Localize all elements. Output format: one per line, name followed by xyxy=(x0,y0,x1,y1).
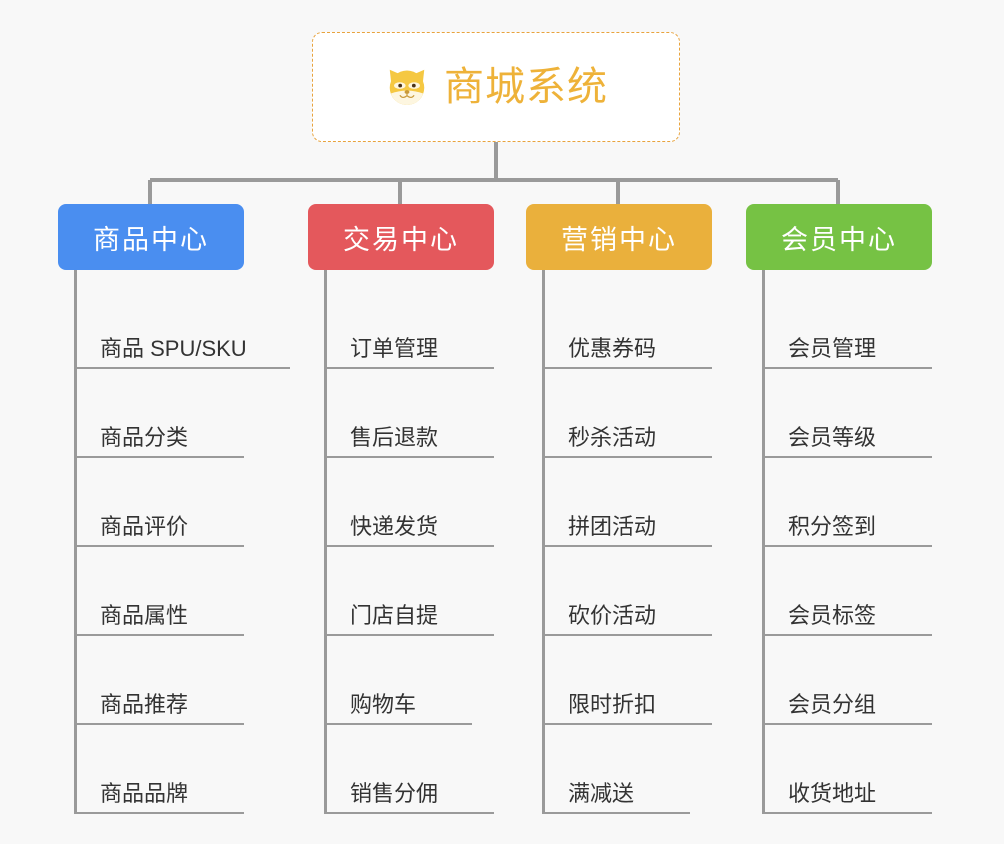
list-item-label: 积分签到 xyxy=(788,514,877,539)
item-list: 订单管理 售后退款 快递发货 门店自提 购物车 xyxy=(308,270,494,814)
list-item-label: 快递发货 xyxy=(350,514,439,539)
list-item[interactable]: 砍价活动 xyxy=(526,547,712,636)
item-underline xyxy=(762,723,932,725)
list-item[interactable]: 售后退款 xyxy=(308,369,494,458)
item-underline xyxy=(74,634,244,636)
column-spine xyxy=(324,270,327,814)
category-header-label: 交易中心 xyxy=(343,224,459,255)
list-item-label: 销售分佣 xyxy=(350,781,439,806)
item-underline xyxy=(762,367,932,369)
list-item[interactable]: 商品 SPU/SKU xyxy=(58,280,290,369)
list-item[interactable]: 商品品牌 xyxy=(58,725,244,814)
item-underline xyxy=(74,456,244,458)
list-item[interactable]: 商品推荐 xyxy=(58,636,244,725)
item-underline xyxy=(324,456,494,458)
column-spine xyxy=(74,270,77,814)
category-columns: 商品中心 商品 SPU/SKU 商品分类 商品评价 商品属性 xyxy=(0,204,1004,844)
column-spine xyxy=(762,270,765,814)
list-item[interactable]: 购物车 xyxy=(308,636,494,725)
list-item-label: 秒杀活动 xyxy=(568,425,657,450)
category-header-label: 商品中心 xyxy=(93,224,209,255)
item-underline xyxy=(74,367,290,369)
category-header-trade-center[interactable]: 交易中心 xyxy=(308,204,494,270)
column-marketing-center: 营销中心 优惠券码 秒杀活动 拼团活动 砍价活动 xyxy=(526,204,712,814)
column-product-center: 商品中心 商品 SPU/SKU 商品分类 商品评价 商品属性 xyxy=(58,204,290,814)
list-item-label: 优惠券码 xyxy=(568,336,657,361)
list-item-label: 商品属性 xyxy=(100,603,189,628)
list-item-label: 限时折扣 xyxy=(568,692,657,717)
item-underline xyxy=(74,812,244,814)
list-item-label: 商品评价 xyxy=(100,514,189,539)
item-underline xyxy=(762,545,932,547)
item-underline xyxy=(324,634,494,636)
list-item[interactable]: 销售分佣 xyxy=(308,725,494,814)
category-header-marketing-center[interactable]: 营销中心 xyxy=(526,204,712,270)
item-underline xyxy=(324,723,472,725)
item-underline xyxy=(542,367,712,369)
list-item[interactable]: 订单管理 xyxy=(308,280,494,369)
item-underline xyxy=(74,545,244,547)
list-item[interactable]: 积分签到 xyxy=(746,458,932,547)
list-item-label: 商品 SPU/SKU xyxy=(100,336,247,361)
list-item[interactable]: 商品评价 xyxy=(58,458,244,547)
item-list: 商品 SPU/SKU 商品分类 商品评价 商品属性 商品推荐 xyxy=(58,270,290,814)
item-underline xyxy=(74,723,244,725)
item-underline xyxy=(542,634,712,636)
item-underline xyxy=(542,456,712,458)
item-underline xyxy=(542,723,712,725)
item-underline xyxy=(324,812,494,814)
list-item[interactable]: 优惠券码 xyxy=(526,280,712,369)
item-underline xyxy=(762,812,932,814)
item-underline xyxy=(324,367,494,369)
list-item[interactable]: 拼团活动 xyxy=(526,458,712,547)
item-underline xyxy=(762,634,932,636)
category-header-product-center[interactable]: 商品中心 xyxy=(58,204,244,270)
list-item[interactable]: 满减送 xyxy=(526,725,712,814)
column-member-center: 会员中心 会员管理 会员等级 积分签到 会员标签 xyxy=(746,204,932,814)
list-item[interactable]: 限时折扣 xyxy=(526,636,712,725)
item-underline xyxy=(324,545,494,547)
list-item-label: 商品品牌 xyxy=(100,781,189,806)
column-trade-center: 交易中心 订单管理 售后退款 快递发货 门店自提 xyxy=(308,204,494,814)
list-item-label: 商品分类 xyxy=(100,425,189,450)
item-underline xyxy=(542,812,690,814)
list-item-label: 拼团活动 xyxy=(568,514,657,539)
list-item-label: 订单管理 xyxy=(350,336,439,361)
list-item-label: 会员等级 xyxy=(788,425,877,450)
category-header-member-center[interactable]: 会员中心 xyxy=(746,204,932,270)
list-item[interactable]: 会员管理 xyxy=(746,280,932,369)
list-item-label: 砍价活动 xyxy=(568,603,657,628)
list-item[interactable]: 会员等级 xyxy=(746,369,932,458)
list-item-label: 售后退款 xyxy=(350,425,439,450)
list-item-label: 会员管理 xyxy=(788,336,877,361)
item-underline xyxy=(762,456,932,458)
list-item[interactable]: 秒杀活动 xyxy=(526,369,712,458)
column-spine xyxy=(542,270,545,814)
root-node[interactable]: 商城系统 xyxy=(312,32,680,142)
list-item-label: 会员标签 xyxy=(788,603,877,628)
list-item-label: 商品推荐 xyxy=(100,692,189,717)
list-item[interactable]: 商品属性 xyxy=(58,547,244,636)
item-list: 会员管理 会员等级 积分签到 会员标签 会员分组 xyxy=(746,270,932,814)
category-header-label: 会员中心 xyxy=(781,224,897,255)
item-list: 优惠券码 秒杀活动 拼团活动 砍价活动 限时折扣 xyxy=(526,270,712,814)
list-item-label: 满减送 xyxy=(568,781,635,806)
list-item-label: 会员分组 xyxy=(788,692,877,717)
root-title: 商城系统 xyxy=(444,65,608,109)
list-item-label: 收货地址 xyxy=(788,781,877,806)
list-item[interactable]: 门店自提 xyxy=(308,547,494,636)
list-item-label: 购物车 xyxy=(350,692,417,717)
list-item-label: 门店自提 xyxy=(350,603,439,628)
list-item[interactable]: 快递发货 xyxy=(308,458,494,547)
list-item[interactable]: 收货地址 xyxy=(746,725,932,814)
list-item[interactable]: 商品分类 xyxy=(58,369,244,458)
item-underline xyxy=(542,545,712,547)
list-item[interactable]: 会员标签 xyxy=(746,547,932,636)
shiba-dog-face-icon xyxy=(389,69,425,105)
list-item[interactable]: 会员分组 xyxy=(746,636,932,725)
category-header-label: 营销中心 xyxy=(561,224,677,255)
